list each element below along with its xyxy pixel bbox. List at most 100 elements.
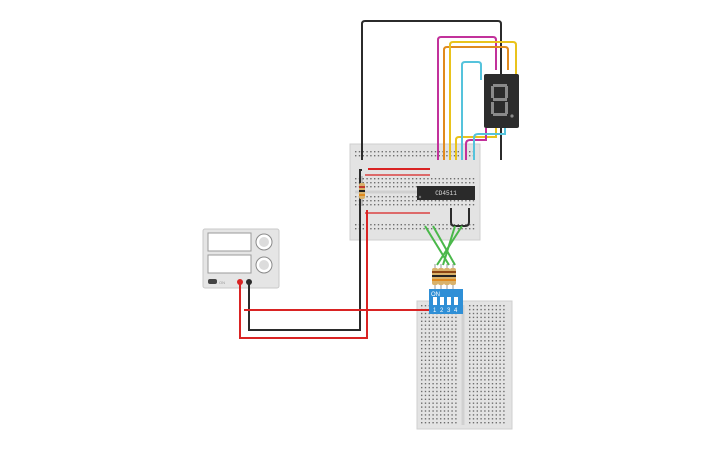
breadboard-hole [443, 418, 446, 420]
breadboard-hole [472, 347, 475, 350]
breadboard-hole [491, 316, 494, 319]
breadboard-hole [495, 398, 497, 400]
breadboard-hole [355, 186, 357, 188]
breadboard-hole [381, 200, 383, 202]
breadboard-hole [472, 422, 475, 424]
breadboard-hole [440, 336, 442, 338]
breadboard-hole [408, 151, 410, 153]
breadboard-hole [400, 155, 402, 157]
resistor-2[interactable] [438, 264, 444, 292]
breadboard-hole [389, 151, 391, 153]
breadboard-hole [431, 204, 433, 206]
wire-magenta-segment[interactable] [437, 36, 497, 160]
breadboard-hole [424, 390, 427, 393]
breadboard-hole [423, 200, 425, 202]
breadboard-hole [455, 422, 457, 424]
breadboard-hole [355, 196, 357, 198]
breadboard-hole [491, 320, 494, 322]
wire-black-ground[interactable] [248, 169, 362, 331]
breadboard-hole [457, 224, 459, 226]
seven-segment-display[interactable] [484, 74, 519, 128]
breadboard-hole [472, 344, 475, 346]
breadboard-hole [440, 422, 442, 424]
breadboard-hole [428, 406, 430, 408]
breadboard-hole [472, 316, 475, 319]
breadboard-hole [421, 340, 423, 342]
breadboard-hole [355, 200, 357, 202]
breadboard-hole [484, 359, 486, 361]
breadboard-hole [480, 320, 482, 322]
breadboard-hole [455, 363, 457, 365]
breadboard-hole [434, 178, 437, 180]
breadboard-hole [472, 320, 475, 322]
breadboard-hole [421, 355, 423, 358]
breadboard-hole [476, 402, 478, 404]
breadboard-hole [491, 340, 494, 342]
breadboard-hole [385, 200, 387, 202]
wire-orange-segment[interactable] [443, 46, 509, 160]
breadboard-hole [447, 320, 449, 322]
breadboard-hole [446, 155, 448, 157]
dip-switch[interactable]: ON 1 2 3 4 [429, 289, 463, 314]
resistor-3[interactable] [444, 264, 450, 292]
breadboard-hole [469, 204, 471, 206]
dip-toggle-3[interactable] [447, 297, 451, 305]
wire-cyan-segment-2[interactable] [473, 128, 506, 160]
wire-green-2[interactable] [432, 225, 456, 266]
breadboard-hole [393, 200, 395, 202]
dip-toggle-4[interactable] [454, 297, 458, 305]
breadboard-hole [428, 383, 430, 385]
breadboard-hole [443, 355, 446, 358]
breadboard-hole [480, 390, 482, 393]
resistor-4[interactable] [450, 264, 456, 292]
breadboard-hole [503, 422, 505, 424]
dip-toggle-2[interactable] [440, 297, 444, 305]
ic-chip[interactable]: CD4511 [417, 186, 475, 200]
breadboard-hole [495, 394, 497, 397]
breadboard-hole [476, 340, 478, 342]
breadboard-hole [393, 186, 395, 188]
wire-black-loop[interactable] [450, 208, 470, 227]
wire-cyan-segment[interactable] [461, 61, 482, 160]
power-supply[interactable]: ON [202, 228, 280, 289]
breadboard-hole [396, 200, 399, 202]
breadboard-hole [427, 151, 429, 153]
breadboard-hole [389, 178, 391, 180]
breadboard-hole [374, 151, 376, 153]
breadboard-hole [432, 375, 434, 377]
wire-red-power[interactable] [239, 210, 368, 339]
breadboard-hole [495, 390, 497, 393]
breadboard-hole [447, 406, 449, 408]
breadboard-hole [381, 204, 383, 206]
breadboard-hole [447, 328, 449, 330]
breadboard-hole [436, 422, 438, 424]
breadboard-hole [440, 394, 442, 397]
breadboard-hole [469, 312, 471, 315]
breadboard-hole [469, 355, 471, 358]
breadboard-hole [469, 359, 471, 361]
breadboard-hole [404, 178, 406, 180]
breadboard-hole [451, 363, 453, 365]
wire-yellow-segment[interactable] [449, 41, 517, 160]
breadboard-hole [455, 402, 457, 404]
resistor-array[interactable] [432, 264, 456, 292]
breadboard-hole [503, 375, 505, 377]
half-breadboard[interactable] [416, 300, 513, 430]
breadboard-hole [428, 414, 430, 416]
breadboard-hole [491, 344, 494, 346]
breadboard-hole [424, 320, 427, 322]
wire-black-display-common[interactable] [361, 20, 502, 160]
wire-magenta-segment-2[interactable] [465, 128, 487, 160]
breadboard-hole [358, 151, 361, 153]
breadboard-hole [472, 336, 475, 338]
resistor-1[interactable] [432, 264, 438, 292]
breadboard-hole [447, 359, 449, 361]
breadboard-hole [488, 328, 490, 330]
breadboard-hole [440, 328, 442, 330]
wire-green-4[interactable] [442, 225, 456, 266]
power-button[interactable] [208, 279, 217, 284]
resistor-main[interactable] [359, 176, 365, 206]
dip-toggle-1[interactable] [433, 297, 437, 305]
wire-yellow-segment-2[interactable] [455, 128, 497, 160]
